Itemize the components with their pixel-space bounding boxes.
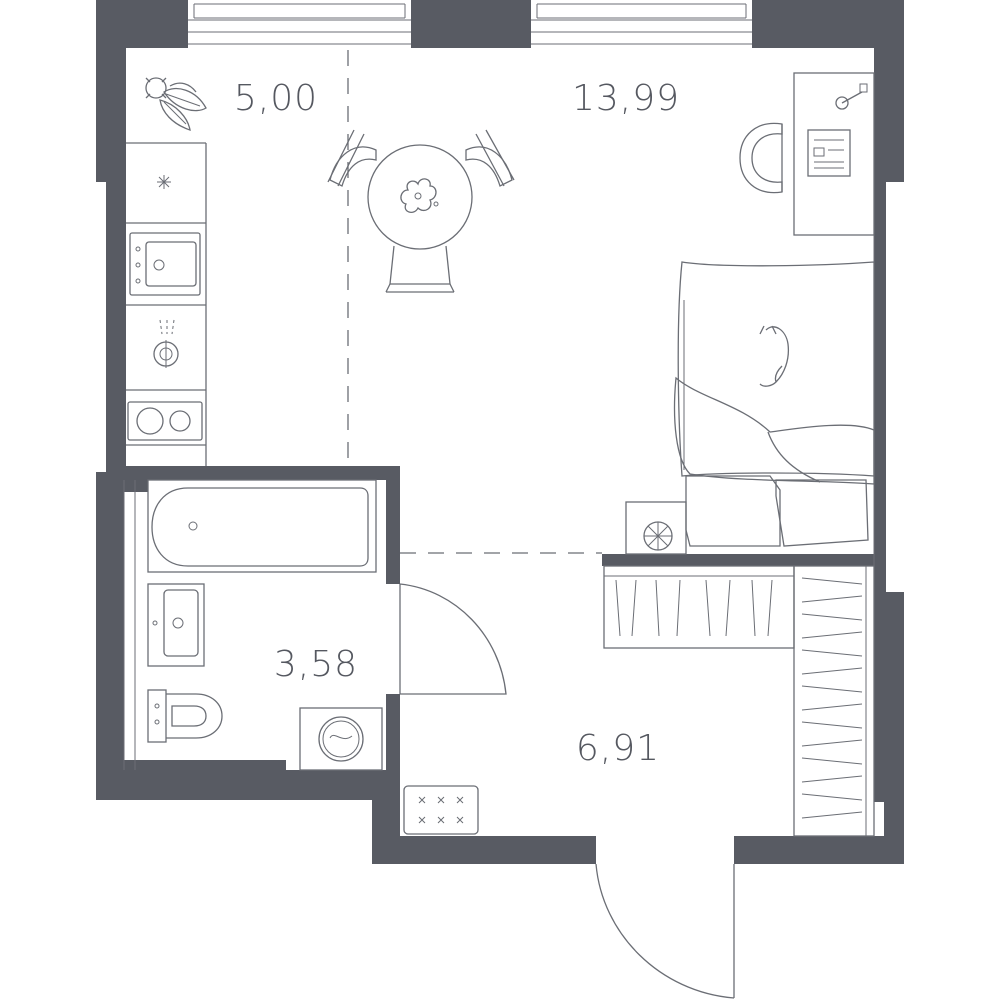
hallway-furniture: [403, 565, 875, 999]
hanger-line: [801, 721, 863, 729]
bathtub-icon: [147, 479, 377, 573]
walls: [96, 0, 904, 864]
living-room-furniture: [327, 72, 875, 555]
hanger-line: [676, 579, 681, 637]
cat-icon: [759, 325, 790, 387]
room-labels: 5,00 13,99 3,58 6,91: [234, 78, 680, 769]
room-area-kitchen: 5,00: [234, 78, 318, 119]
hanger-line: [801, 703, 863, 711]
room-area-hallway: 6,91: [576, 728, 660, 769]
hanger-line: [725, 579, 731, 637]
shoe-mark: [418, 796, 426, 804]
hanger-line: [655, 579, 660, 637]
washing-machine-icon: [299, 707, 383, 771]
window-side-left: [123, 480, 136, 770]
hanger-line: [801, 739, 863, 747]
hanger-line: [801, 811, 863, 819]
hanger-line: [801, 793, 863, 801]
fan-icon: [625, 501, 687, 555]
entrance-door-swing-icon: [595, 863, 735, 999]
bed-icon: [673, 261, 875, 547]
window-right: [531, 3, 752, 45]
hanger-line: [801, 595, 863, 603]
dining-table-icon: [327, 129, 515, 293]
desk-icon: [739, 72, 875, 236]
shoe-mark: [437, 796, 445, 804]
shoe-mark: [456, 816, 464, 824]
plant-icon: [145, 77, 207, 131]
hanger-line: [705, 579, 711, 637]
hanger-line: [801, 649, 863, 657]
gas-hood-icon: [153, 319, 179, 368]
hanger-line: [801, 613, 863, 621]
room-area-bathroom: 3,58: [274, 644, 358, 685]
zone-dividers: [347, 50, 602, 554]
shoe-mark: [418, 816, 426, 824]
fridge-icon: [157, 175, 171, 189]
hanger-line: [801, 685, 863, 693]
toilet-icon: [147, 689, 223, 743]
sink-icon: [147, 583, 205, 667]
hanger-line: [801, 775, 863, 783]
room-area-living: 13,99: [572, 78, 680, 119]
shoe-mark: [437, 816, 445, 824]
shoe-rack-icon: [403, 785, 479, 835]
hanger-line: [801, 667, 863, 675]
hanger-line: [631, 579, 637, 637]
kitchen-counter: [126, 77, 207, 466]
wardrobe-side-icon: [793, 565, 875, 837]
hanger-line: [801, 757, 863, 765]
hanger-line: [767, 579, 773, 637]
wardrobe-icon: [603, 565, 795, 649]
kitchen-sink-icon: [129, 232, 201, 296]
shoe-mark: [456, 796, 464, 804]
hanger-line: [751, 579, 756, 637]
hanger-line: [801, 577, 863, 585]
hanger-line: [615, 579, 621, 637]
bathroom-door-swing-icon: [399, 583, 507, 695]
stove-icon: [127, 401, 203, 441]
window-left: [188, 3, 411, 45]
bathroom-fixtures: [147, 479, 507, 771]
hanger-line: [801, 631, 863, 639]
